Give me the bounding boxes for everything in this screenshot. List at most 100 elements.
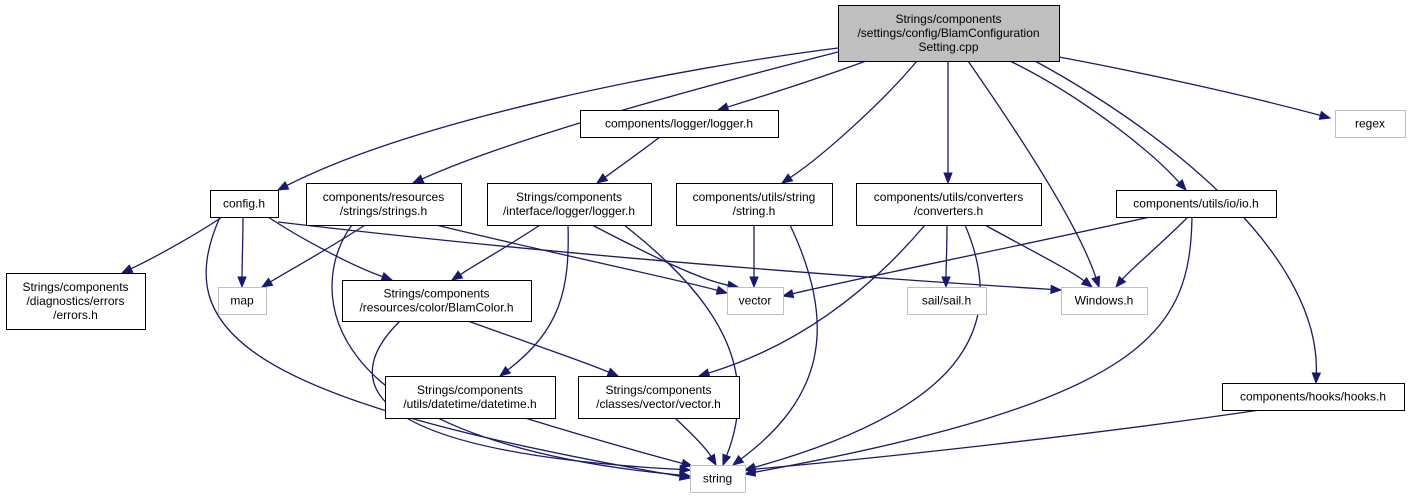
node-vector[interactable]: vector: [727, 287, 784, 315]
node-label-line: components/utils/io/io.h: [1133, 197, 1258, 211]
edge-root-to-windows: [967, 60, 1101, 289]
arrowhead-icon: [450, 270, 464, 281]
node-regex[interactable]: regex: [1335, 110, 1406, 138]
edge-config-to-windows: [277, 221, 1063, 295]
arrowhead-icon: [260, 277, 274, 288]
edge-line: [1009, 60, 1180, 184]
node-config[interactable]: config.h: [210, 190, 279, 218]
node-label-line: Windows.h: [1075, 294, 1134, 308]
node-resstrings[interactable]: components/resources/strings/strings.h: [306, 183, 462, 226]
node-sail[interactable]: sail/sail.h: [907, 287, 987, 315]
node-errors[interactable]: Strings/components/diagnostics/errors/er…: [6, 273, 146, 330]
edge-line: [460, 224, 541, 276]
node-label-line: /converters.h: [914, 204, 983, 218]
edges-layer: [120, 47, 1332, 481]
edge-line: [591, 224, 729, 286]
arrowhead-icon: [498, 365, 512, 377]
node-string[interactable]: string: [690, 465, 746, 493]
node-converters[interactable]: components/utils/converters/converters.h: [856, 183, 1042, 226]
edge-root-to-converters: [943, 61, 953, 185]
edge-line: [984, 224, 1085, 282]
edge-cvector-to-string: [674, 417, 717, 467]
edge-line: [740, 224, 818, 460]
arrowhead-icon: [731, 454, 745, 466]
node-box: [210, 190, 279, 218]
arrowhead-icon: [411, 174, 425, 184]
node-box: [727, 287, 784, 315]
edge-root-to-io: [1009, 60, 1187, 192]
node-label-line: /resources/color/BlamColor.h: [359, 301, 513, 315]
edge-line: [792, 216, 1151, 295]
node-label-line: /strings/strings.h: [340, 204, 427, 218]
node-label-line: regex: [1355, 117, 1385, 131]
node-label-line: components/hooks/hooks.h: [1240, 390, 1386, 404]
edge-logger-to-ilogger: [595, 136, 661, 184]
node-io[interactable]: components/utils/io/io.h: [1116, 190, 1277, 218]
arrowhead-icon: [743, 464, 756, 474]
arrowhead-icon: [595, 173, 609, 184]
node-label-line: Strings/components: [417, 383, 523, 397]
edge-line: [1121, 216, 1189, 280]
edge-line: [754, 409, 1261, 470]
edge-line: [945, 224, 948, 278]
edge-line: [435, 224, 718, 291]
arrowhead-icon: [716, 102, 730, 112]
edge-line: [507, 224, 569, 371]
edge-line: [1058, 56, 1321, 117]
edge-line: [205, 216, 681, 477]
edge-line: [604, 136, 661, 178]
node-hooks[interactable]: components/hooks/hooks.h: [1222, 383, 1405, 411]
node-label-line: components/utils/converters: [874, 190, 1023, 204]
arrowhead-icon: [1091, 275, 1101, 289]
node-label-line: Strings/components: [383, 287, 489, 301]
node-label-line: Strings/components: [605, 383, 711, 397]
node-box: [676, 183, 833, 226]
edge-datetime-to-string: [524, 417, 694, 468]
arrowhead-icon: [380, 272, 394, 281]
edge-line: [754, 216, 1193, 473]
node-box: [306, 183, 462, 226]
arrowhead-icon: [780, 173, 794, 184]
node-box: [1061, 287, 1148, 315]
node-blamcolor[interactable]: Strings/components/resources/color/BlamC…: [342, 280, 532, 322]
arrowhead-icon: [722, 453, 732, 467]
edge-line: [967, 60, 1097, 278]
node-box: [342, 280, 532, 322]
edge-hooks-to-string: [743, 409, 1261, 474]
nodes-layer: Strings/components/settings/config/BlamC…: [6, 5, 1406, 493]
node-box: [1335, 110, 1406, 138]
node-ustring[interactable]: components/utils/string/string.h: [676, 183, 833, 226]
edge-ustring-to-string: [731, 224, 818, 466]
node-box: [580, 110, 779, 138]
node-label-line: map: [230, 294, 254, 308]
node-cvector[interactable]: Strings/components/classes/vector/vector…: [578, 376, 740, 419]
node-ilogger[interactable]: Strings/components/interface/logger/logg…: [487, 183, 652, 226]
arrowhead-icon: [276, 181, 290, 191]
arrowhead-icon: [781, 288, 795, 299]
edge-line: [331, 224, 681, 476]
node-box: [690, 465, 746, 493]
node-root[interactable]: Strings/components/settings/config/BlamC…: [838, 5, 1060, 62]
edge-root-to-ustring: [780, 60, 918, 184]
node-map[interactable]: map: [218, 287, 267, 315]
edge-line: [277, 221, 1052, 291]
arrowhead-icon: [941, 276, 951, 289]
edge-line: [708, 224, 926, 374]
edge-line: [789, 60, 918, 179]
node-box: [1222, 383, 1405, 411]
edge-line: [754, 224, 981, 468]
node-logger[interactable]: components/logger/logger.h: [580, 110, 779, 138]
edge-io-to-windows: [1115, 216, 1189, 289]
node-box: [578, 376, 740, 419]
node-label-line: Strings/components: [22, 280, 128, 294]
node-label-line: Strings/components: [516, 190, 622, 204]
edge-line: [130, 216, 223, 270]
edge-resstrings-to-vector: [435, 224, 729, 295]
node-label-line: /string.h: [733, 204, 776, 218]
node-windows[interactable]: Windows.h: [1061, 287, 1148, 315]
node-box: [385, 376, 556, 419]
edge-ilogger-to-datetime: [498, 224, 569, 377]
node-datetime[interactable]: Strings/components/utils/datetime/dateti…: [385, 376, 556, 419]
node-label-line: /classes/vector/vector.h: [596, 397, 721, 411]
